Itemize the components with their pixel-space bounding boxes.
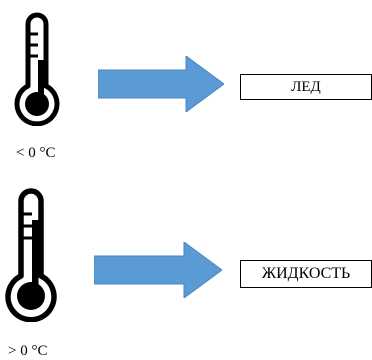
right-arrow-icon	[98, 56, 224, 112]
diagram-row-ice: < 0 °C ЛЕД	[0, 0, 372, 170]
state-label: ЖИДКОСТЬ	[261, 265, 351, 282]
state-box-ice: ЛЕД	[240, 74, 372, 100]
state-box-liquid: ЖИДКОСТЬ	[240, 260, 372, 288]
state-label: ЛЕД	[291, 78, 321, 95]
thermometer-high-icon	[5, 188, 57, 322]
diagram-row-liquid: > 0 °C ЖИДКОСТЬ	[0, 178, 372, 359]
thermometer-low-icon	[14, 12, 60, 126]
temperature-label: < 0 °C	[16, 145, 56, 161]
temperature-label: > 0 °C	[8, 343, 48, 359]
right-arrow-icon	[94, 242, 222, 298]
